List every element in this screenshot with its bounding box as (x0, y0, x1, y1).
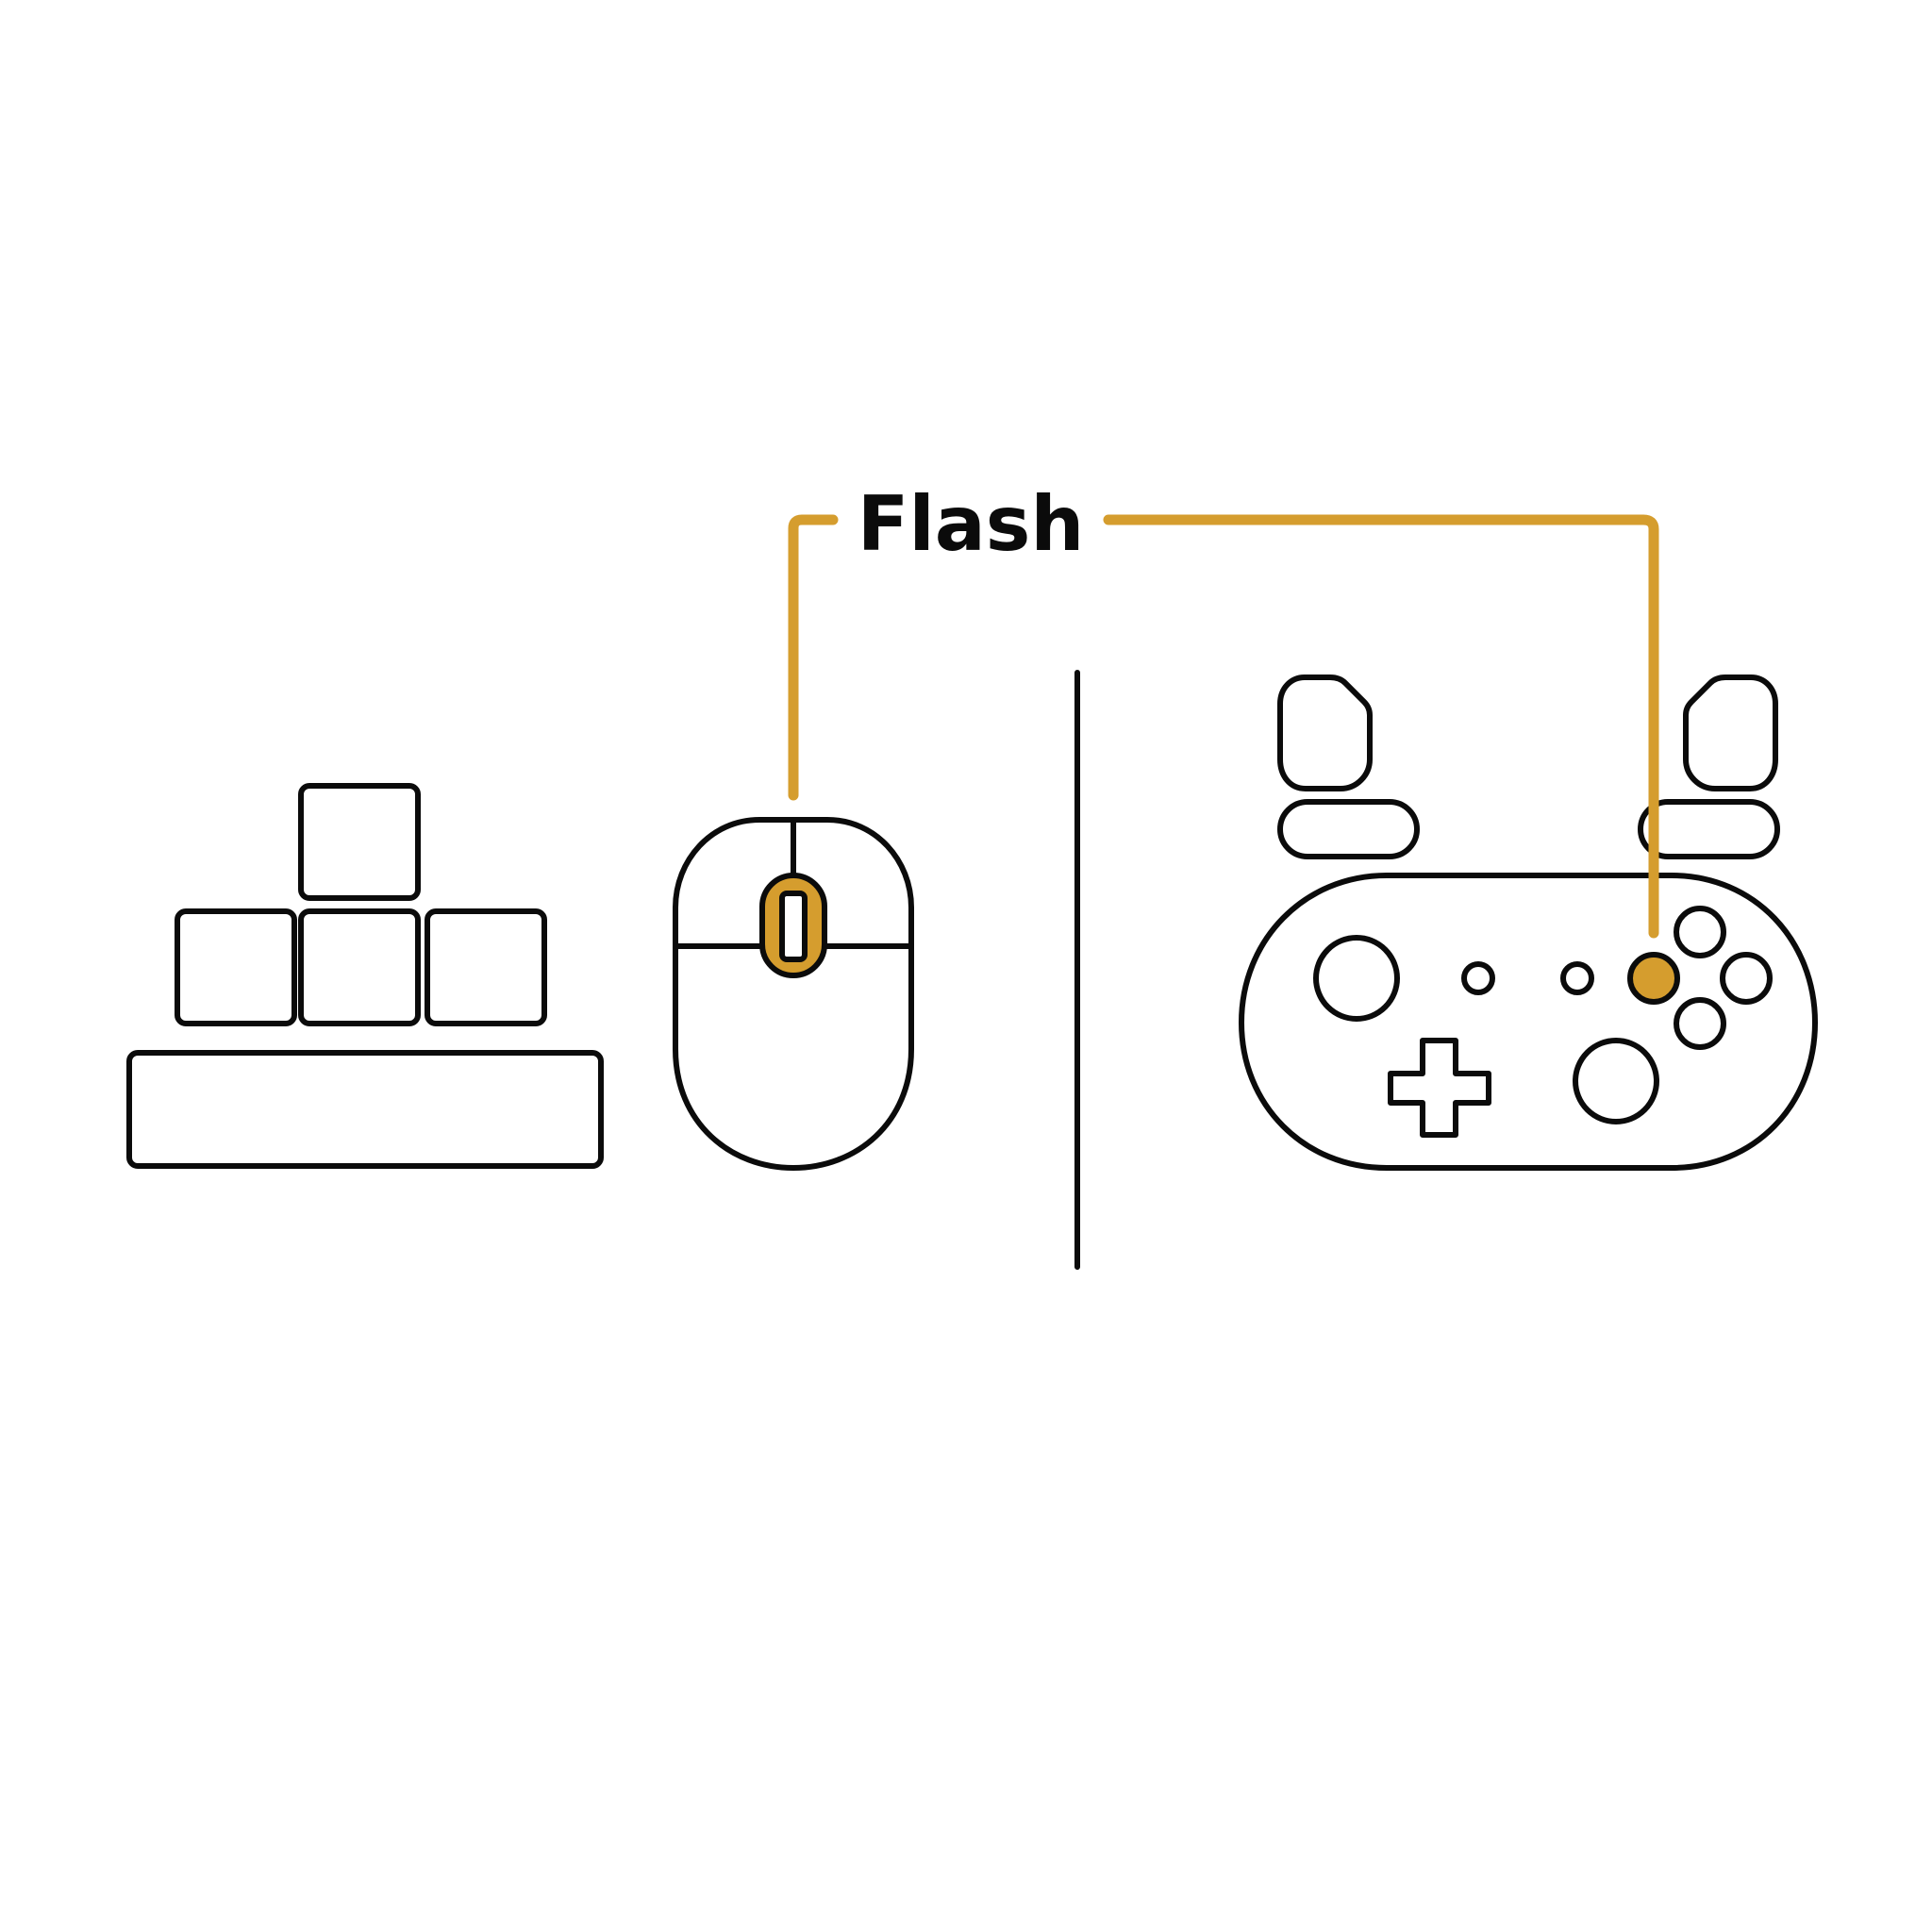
keyboard-keys-icon (126, 783, 604, 1169)
right-trigger (1683, 675, 1778, 791)
left-bumper (1277, 799, 1420, 859)
key-right (425, 908, 547, 1026)
mouse-scroll-wheel (779, 891, 808, 962)
dpad (1388, 1038, 1491, 1138)
flash-label: Flash (858, 480, 1085, 568)
mouse-body (673, 817, 914, 1171)
key-down (298, 908, 421, 1026)
connector-to-mouse (788, 514, 839, 801)
select-button (1461, 961, 1495, 995)
gamepad-icon (1239, 675, 1818, 1171)
face-button-bottom (1674, 997, 1726, 1050)
mouse-icon (673, 817, 914, 1171)
key-space (126, 1050, 604, 1169)
face-button-top (1674, 906, 1726, 958)
right-stick (1573, 1038, 1659, 1124)
connector-to-gamepad (1103, 514, 1659, 939)
left-trigger (1277, 675, 1373, 791)
key-left (175, 908, 297, 1026)
face-button-left-highlighted (1627, 952, 1680, 1005)
face-button-right (1720, 952, 1773, 1005)
key-up (298, 783, 421, 901)
gamepad-body (1239, 873, 1818, 1171)
start-button (1560, 961, 1594, 995)
right-bumper (1638, 799, 1780, 859)
left-stick (1313, 935, 1400, 1022)
